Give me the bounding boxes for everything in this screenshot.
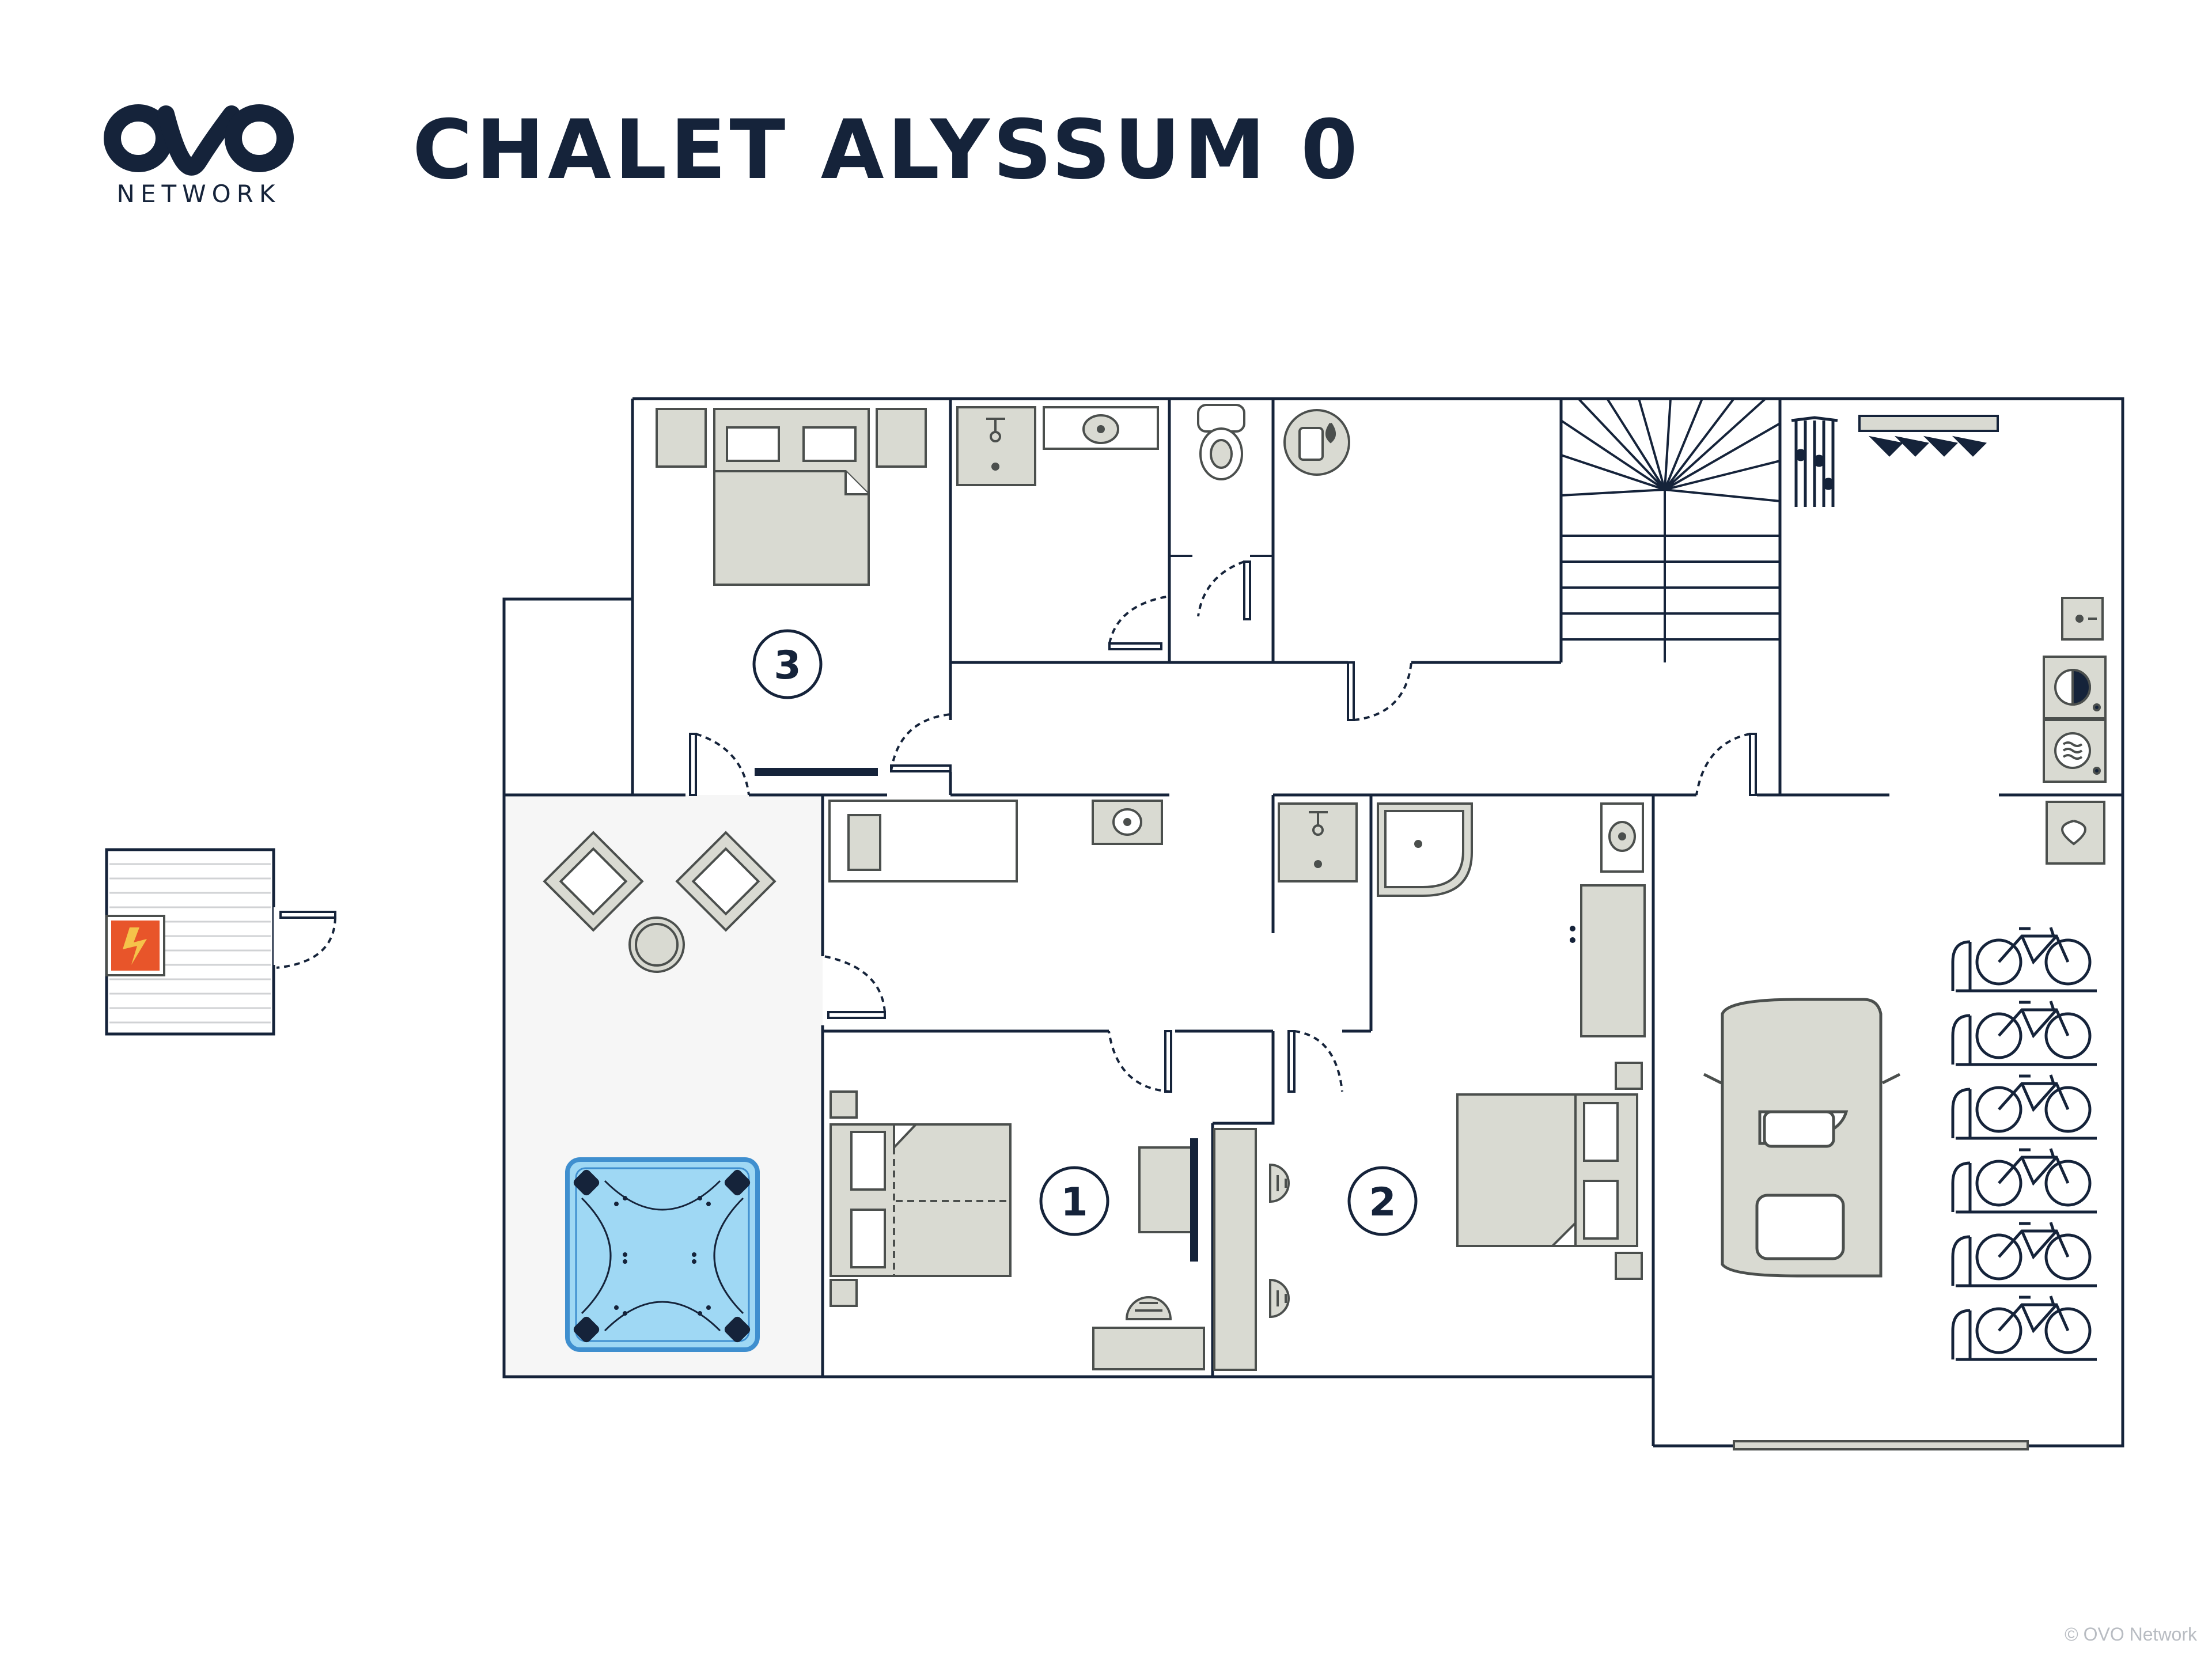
sink-icon (2061, 597, 2104, 641)
boiler-icon (1283, 409, 1350, 476)
bed-icon (1456, 1062, 1643, 1280)
door-icon (689, 560, 1757, 1093)
boot-dryer-icon (1858, 415, 1999, 457)
toilet-icon (1197, 404, 1245, 480)
wardrobe-icon (1570, 884, 1646, 1037)
page-title: CHALET ALYSSUM 0 (412, 103, 1361, 198)
shower-icon (1377, 802, 1473, 897)
dryer-icon (2043, 719, 2107, 783)
coffee-table-icon (628, 916, 685, 973)
svg-text:2: 2 (1369, 1180, 1396, 1225)
staircase-icon (1560, 397, 1781, 662)
ovo-logo-icon (104, 104, 294, 176)
jacuzzi-icon (565, 1157, 760, 1352)
washing-machine-icon (2043, 656, 2107, 719)
copyright: © OVO Network (2065, 1624, 2197, 1645)
svg-text:1: 1 (1060, 1180, 1088, 1225)
sink-icon (1600, 802, 1644, 873)
armchair-icon (543, 831, 777, 932)
water-heater-icon (2046, 801, 2105, 865)
svg-text:3: 3 (774, 643, 801, 688)
bed-icon (830, 1090, 1012, 1307)
bicycle-icon (1951, 927, 2097, 1361)
room-number-2: 2 (1347, 1166, 1418, 1236)
sink-icon (1092, 800, 1163, 845)
bed-icon (656, 408, 927, 586)
sink-icon (956, 406, 1159, 486)
room-number-3: 3 (752, 629, 823, 699)
garage-door-icon (1733, 1440, 2029, 1450)
brand-subtitle: NETWORK (116, 180, 281, 208)
desk-icon (1092, 1146, 1205, 1370)
bathtub-icon (828, 800, 1018, 882)
sink-icon (1278, 802, 1358, 882)
room-number-1: 1 (1039, 1166, 1109, 1236)
car-icon (1703, 998, 1901, 1278)
electric-panel-icon (105, 915, 165, 976)
ski-rack-icon (1791, 416, 1838, 507)
desk-icon (1213, 1128, 1290, 1371)
